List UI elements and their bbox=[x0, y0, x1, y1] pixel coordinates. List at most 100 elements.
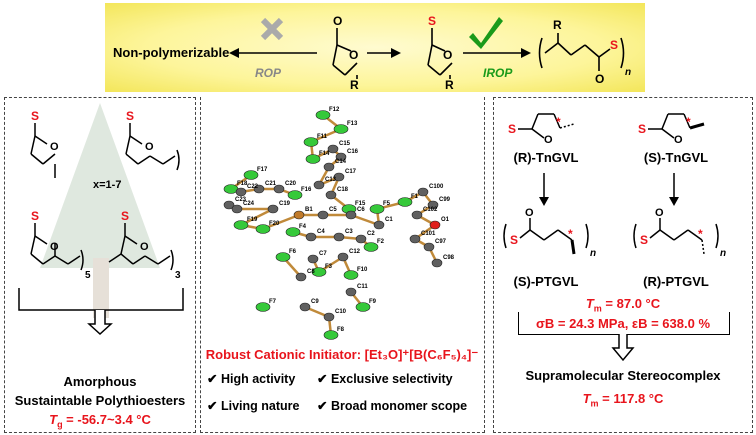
atom-c20 bbox=[273, 184, 285, 194]
atom-c15 bbox=[327, 144, 339, 154]
atom-label: C4 bbox=[317, 229, 325, 235]
atom-label: C1 bbox=[385, 217, 393, 223]
atom-label: F16 bbox=[301, 187, 312, 193]
svg-text:S: S bbox=[31, 109, 39, 123]
atom-label: C2 bbox=[367, 231, 375, 237]
atom-label: C100 bbox=[429, 184, 444, 190]
svg-text:O: O bbox=[655, 207, 664, 219]
atom-f1 bbox=[397, 197, 413, 207]
atom-c6 bbox=[345, 210, 357, 220]
svg-text:n: n bbox=[625, 67, 631, 78]
atom-c1 bbox=[373, 220, 385, 230]
lactone-structure: O O R bbox=[332, 14, 359, 92]
atom-c24 bbox=[231, 204, 243, 214]
atom-c97 bbox=[423, 242, 435, 252]
cross-icon bbox=[260, 17, 284, 41]
atom-f16 bbox=[287, 190, 303, 200]
right-arrow bbox=[669, 173, 679, 206]
x-range-label: x=1-7 bbox=[93, 179, 121, 191]
atom-label: F18 bbox=[237, 181, 248, 187]
initiator-label: Robust Cationic Initiator: [Et₃O]⁺[B(C₆F… bbox=[205, 347, 479, 362]
r-polymer-label: (R)-PTGVL bbox=[643, 274, 709, 289]
atom-label: F1 bbox=[411, 194, 419, 200]
atom-f10 bbox=[343, 270, 359, 280]
svg-text:R: R bbox=[553, 18, 562, 32]
atom-f11 bbox=[303, 137, 319, 147]
monomer-methyl: S O bbox=[30, 109, 59, 178]
svg-text:O: O bbox=[595, 72, 604, 86]
check-icon: ✔ bbox=[207, 372, 218, 386]
atom-label: C98 bbox=[443, 255, 455, 261]
atom-label: C14 bbox=[335, 159, 347, 165]
monomer-scope-panel: S O S O x=1-7 S O 5 S O 3 Amorphous Sust… bbox=[4, 97, 196, 433]
atom-c101 bbox=[409, 234, 421, 244]
tm-value-1: Tm = 87.0 °C bbox=[585, 296, 661, 314]
atom-label: C5 bbox=[329, 207, 337, 213]
svg-text:S: S bbox=[510, 233, 518, 247]
stereocenter-asterisk: * bbox=[568, 227, 573, 241]
atom-label: C102 bbox=[423, 207, 438, 213]
r-monomer-label: (R)-TnGVL bbox=[513, 150, 579, 165]
s-polymer-structure: S O * n bbox=[503, 207, 596, 259]
atom-c18 bbox=[325, 190, 337, 200]
svg-text:S: S bbox=[126, 109, 134, 123]
atom-b1 bbox=[293, 210, 305, 220]
stereocomplex-panel: S O * S O * S O * n S O * bbox=[493, 97, 753, 433]
atom-c100 bbox=[417, 187, 429, 197]
atom-c19 bbox=[267, 204, 279, 214]
amorphous-label: Amorphous bbox=[63, 374, 137, 389]
svg-text:S: S bbox=[31, 209, 39, 223]
atom-c16 bbox=[335, 152, 347, 162]
atom-label: C21 bbox=[265, 181, 277, 187]
stereo-structures: S O * S O * S O * n S O * bbox=[503, 113, 726, 259]
svg-text:5: 5 bbox=[85, 270, 91, 281]
s-monomer-label: (S)-TnGVL bbox=[643, 150, 709, 165]
atom-f9 bbox=[355, 302, 371, 312]
atom-label: C19 bbox=[279, 201, 291, 207]
atom-f4 bbox=[285, 227, 301, 237]
check-icon: ✔ bbox=[317, 399, 328, 413]
monomer-structures: S O S O x=1-7 S O 5 S O 3 bbox=[18, 103, 184, 336]
atom-f17 bbox=[243, 170, 259, 180]
svg-text:O: O bbox=[544, 134, 553, 146]
atom-label: C8 bbox=[307, 269, 315, 275]
atom-c102 bbox=[411, 210, 423, 220]
atom-label: F19 bbox=[247, 217, 258, 223]
atom-c4 bbox=[305, 232, 317, 242]
atom-c23 bbox=[223, 200, 235, 210]
svg-text:O: O bbox=[443, 48, 452, 62]
monomer-alkyl-x: S O bbox=[125, 109, 180, 171]
atom-c11 bbox=[345, 287, 357, 297]
svg-text:S: S bbox=[610, 38, 618, 52]
atom-c10 bbox=[323, 312, 335, 322]
atom-c98 bbox=[431, 258, 443, 268]
atom-label: F7 bbox=[269, 299, 277, 305]
svg-text:n: n bbox=[590, 248, 596, 259]
feature-high-activity: ✔ High activity bbox=[207, 372, 296, 386]
stereocenter-asterisk: * bbox=[698, 227, 703, 241]
atom-label: C97 bbox=[435, 239, 447, 245]
down-arrow-icon bbox=[87, 310, 113, 336]
atom-label: F10 bbox=[357, 267, 368, 273]
feature-broad-scope: ✔ Broad monomer scope bbox=[317, 399, 468, 413]
svg-text:O: O bbox=[50, 141, 59, 153]
atom-c2 bbox=[355, 234, 367, 244]
atom-c9 bbox=[299, 302, 311, 312]
atom-label: F6 bbox=[289, 249, 297, 255]
atom-label: F13 bbox=[347, 121, 358, 127]
atom-label: F3 bbox=[325, 264, 333, 270]
atom-c3 bbox=[333, 232, 345, 242]
irop-label: IROP bbox=[483, 66, 513, 80]
stereocomplex-label: Supramolecular Stereocomplex bbox=[525, 368, 721, 383]
atom-c8 bbox=[295, 272, 307, 282]
atom-label: F8 bbox=[337, 327, 345, 333]
atom-label: C22 bbox=[247, 184, 259, 190]
atom-label: C9 bbox=[311, 299, 319, 305]
atom-f7 bbox=[255, 302, 271, 312]
atom-label: C20 bbox=[285, 181, 297, 187]
svg-text:n: n bbox=[720, 248, 726, 259]
svg-text:S: S bbox=[640, 233, 648, 247]
atom-label: C11 bbox=[357, 284, 368, 290]
atom-c14 bbox=[323, 162, 335, 172]
